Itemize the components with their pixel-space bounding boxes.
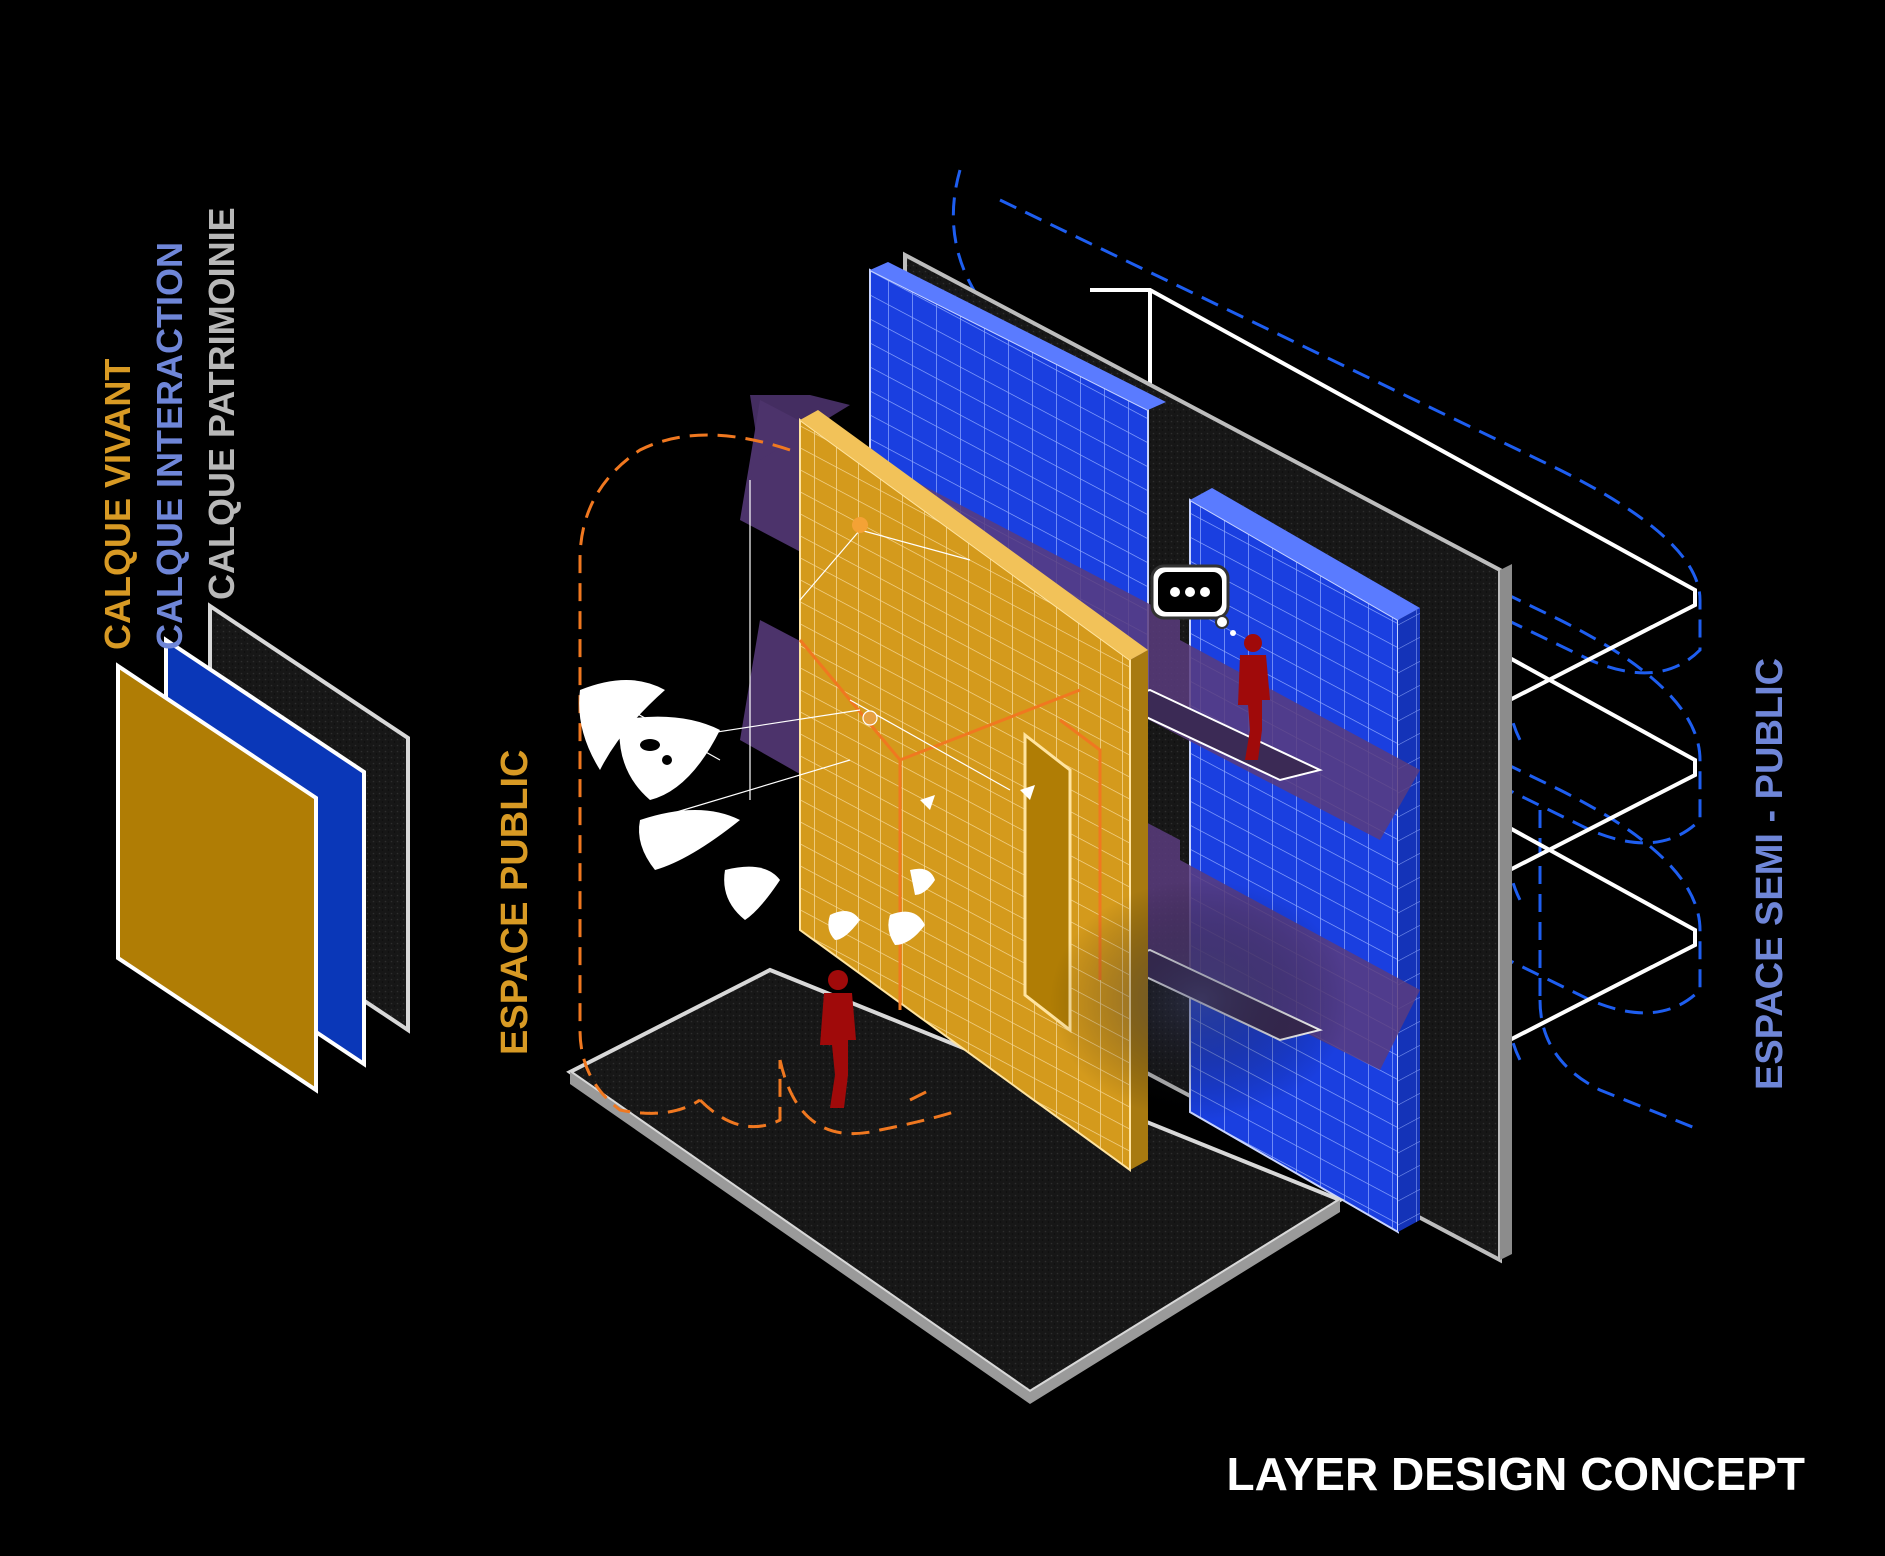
interaction-panel-lower-top	[1190, 488, 1420, 620]
public-floor-slab-edge	[570, 1072, 1340, 1404]
legend-label-patrimoine: CALQUE PATRIMOINIE	[201, 207, 242, 600]
caption-title: LAYER DESIGN CONCEPT	[1226, 1448, 1805, 1500]
mobile-leaf-5	[828, 911, 860, 940]
mobile-sculpture-icon	[579, 480, 1035, 945]
speech-bubble-icon	[1150, 564, 1236, 636]
mobile-leaf-4	[724, 866, 780, 920]
legend-label-interaction: CALQUE INTERACTION	[149, 242, 190, 650]
vivant-panel-orange-lines	[798, 639, 1102, 1010]
mobile-leaf-6	[888, 911, 925, 945]
legend-swatch-vivant	[116, 662, 318, 1094]
person-figure-icon-lower	[820, 970, 856, 1108]
legend: CALQUE VIVANT CALQUE INTERACTION CALQUE …	[97, 207, 410, 1094]
patrimoine-wall-edge	[1500, 564, 1512, 1260]
legend-label-vivant: CALQUE VIVANT	[97, 359, 138, 650]
label-espace-semi-public: ESPACE SEMI - PUBLIC	[1749, 658, 1791, 1090]
interaction-panel-upper-top	[870, 262, 1166, 410]
vivant-panel-top	[800, 410, 1148, 660]
public-volume-outline	[578, 433, 961, 1136]
mobile-leaf-3	[639, 810, 740, 870]
light-glow	[1050, 880, 1350, 1120]
isometric-axonometry	[566, 169, 1702, 1404]
mobile-leaf-7	[910, 868, 935, 895]
person-figure-icon-upper	[1238, 634, 1270, 760]
interaction-panel-lower-side	[1398, 608, 1420, 1232]
label-espace-public: ESPACE PUBLIC	[494, 750, 536, 1055]
